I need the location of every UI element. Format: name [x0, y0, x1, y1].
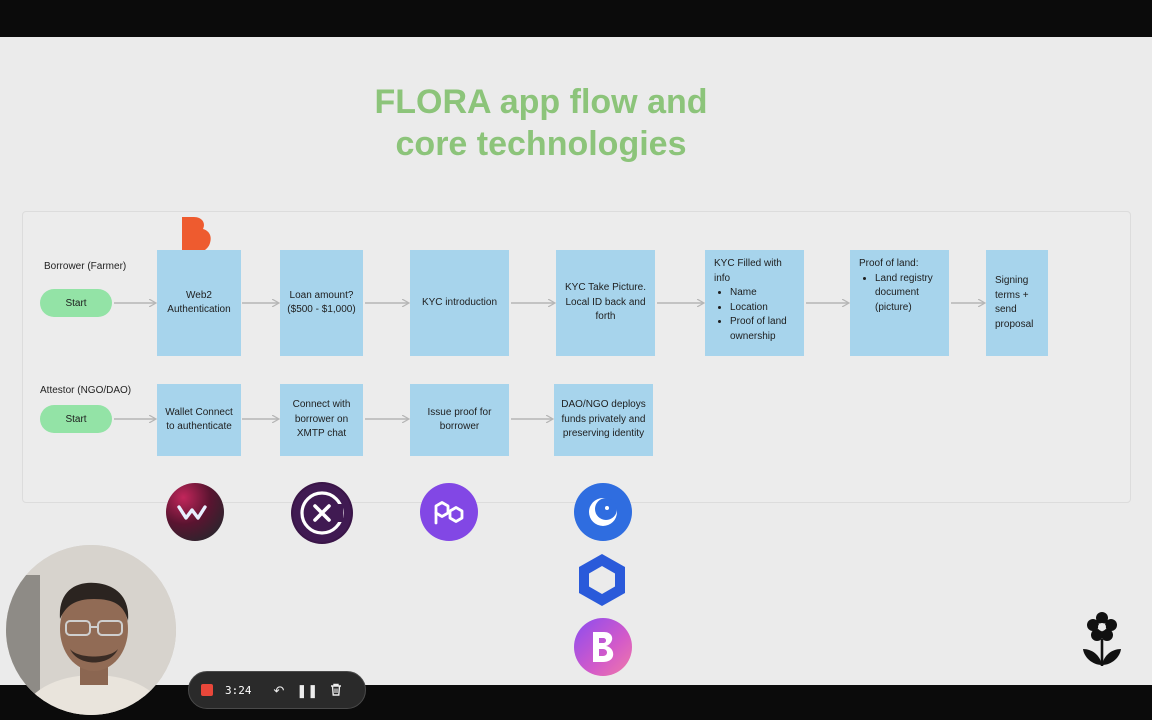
magic-logo-icon	[180, 215, 212, 255]
pause-icon[interactable]: ❚❚	[296, 682, 319, 698]
borrower-start-node: Start	[40, 289, 112, 317]
flora-flower-logo-icon	[1080, 609, 1124, 669]
step-signing-terms: Signing terms + send proposal	[986, 250, 1048, 356]
step-kyc-filled: KYC Filled with info Name Location Proof…	[705, 250, 804, 356]
xmtp-logo-icon	[291, 482, 353, 544]
b-letter-logo-icon	[574, 618, 632, 676]
polygon-logo-icon	[420, 483, 478, 541]
title-line-2: core technologies	[395, 125, 687, 163]
recording-timer: 3:24	[225, 683, 252, 697]
step-xmtp-chat: Connect with borrower on XMTP chat	[280, 384, 363, 456]
kyc-filled-item: Location	[730, 301, 795, 316]
step-web2-authentication: Web2 Authentication	[157, 250, 241, 356]
step-loan-amount: Loan amount? ($500 - $1,000)	[280, 250, 363, 356]
chainlink-hexagon-logo-icon	[576, 552, 628, 608]
attestor-start-node: Start	[40, 405, 112, 433]
presenter-webcam-bubble[interactable]	[6, 545, 176, 715]
walletconnect-logo-icon	[166, 483, 224, 541]
step-kyc-introduction: KYC introduction	[410, 250, 509, 356]
blue-bird-logo-icon	[574, 483, 632, 541]
trash-icon[interactable]	[330, 683, 342, 698]
kyc-filled-heading: KYC Filled with info	[714, 258, 782, 284]
recording-controls: 3:24 ↶ ❚❚	[188, 671, 366, 709]
attestor-row-label: Attestor (NGO/DAO)	[40, 385, 132, 396]
presentation-slide: FLORA app flow and core technologies Bor…	[0, 37, 1152, 685]
kyc-filled-item: Proof of land ownership	[730, 315, 795, 344]
step-wallet-connect: Wallet Connect to authenticate	[157, 384, 241, 456]
undo-icon[interactable]: ↶	[273, 682, 285, 698]
stop-recording-button[interactable]	[201, 684, 213, 696]
borrower-row-label: Borrower (Farmer)	[44, 261, 127, 272]
step-proof-of-land: Proof of land: Land registry document (p…	[850, 250, 949, 356]
proof-land-item: Land registry document (picture)	[875, 272, 940, 316]
title-line-1: FLORA app flow and	[374, 83, 708, 121]
bottom-letterbox-bar	[0, 685, 1152, 720]
step-issue-proof: Issue proof for borrower	[410, 384, 509, 456]
proof-land-heading: Proof of land:	[859, 258, 919, 269]
proof-land-list: Land registry document (picture)	[859, 272, 940, 316]
kyc-filled-item: Name	[730, 286, 795, 301]
presenter-avatar	[6, 545, 176, 715]
step-kyc-take-picture: KYC Take Picture. Local ID back and fort…	[556, 250, 655, 356]
top-letterbox-bar	[0, 0, 1152, 37]
slide-title: FLORA app flow and core technologies	[0, 81, 1082, 165]
kyc-filled-list: Name Location Proof of land ownership	[714, 286, 795, 344]
step-dao-deploys-funds: DAO/NGO deploys funds privately and pres…	[554, 384, 653, 456]
